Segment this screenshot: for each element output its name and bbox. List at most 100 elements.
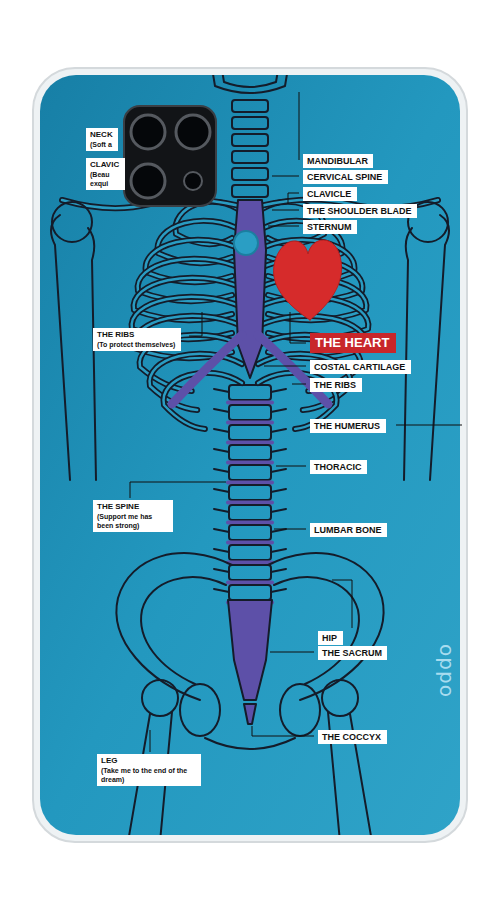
vertebra [229, 405, 271, 420]
ilium-right [268, 553, 384, 700]
ilium-left-inner [141, 577, 226, 684]
leader-line [252, 726, 314, 736]
label-box: THE HUMERUS [310, 419, 386, 433]
label-title: THE SHOULDER BLADE [307, 205, 413, 217]
camera-flash [184, 172, 202, 190]
label-note: (To protect themselves) [97, 340, 177, 349]
hip-socket-right [322, 680, 358, 716]
humerus-left [51, 215, 96, 480]
vertebra-process [214, 569, 286, 572]
label-title: HIP [322, 632, 339, 644]
vertebra [229, 425, 271, 440]
vertebral-disc [226, 461, 274, 465]
vertebral-disc [226, 581, 274, 585]
leader-line [292, 384, 306, 385]
vertebral-disc [226, 501, 274, 505]
leader-line [299, 92, 300, 160]
label-title: THE RIBS [314, 379, 358, 391]
label-title: THE SACRUM [322, 647, 383, 659]
leader-line [264, 366, 306, 367]
label-note: exqui [90, 179, 121, 188]
label-title: THE HUMERUS [314, 420, 382, 432]
label-title: THE SPINE [97, 502, 169, 512]
ilium-right-inner [274, 577, 359, 684]
label-title: CERVICAL SPINE [307, 171, 384, 183]
label-title: MANDIBULAR [307, 155, 369, 167]
highlight-label: THE HEART [310, 333, 396, 353]
label-note: (Beau [90, 170, 121, 179]
vertebral-disc [226, 401, 274, 405]
leader-line [268, 226, 299, 227]
ilium-left [116, 553, 232, 700]
cervical-vertebra [232, 168, 268, 180]
vertebra [229, 485, 271, 500]
vertebral-disc [226, 421, 274, 425]
label-title: COSTAL CARTILAGE [314, 361, 407, 373]
vertebra-process [214, 429, 286, 432]
vertebra-process [214, 489, 286, 492]
cervical-vertebra [232, 185, 268, 197]
label-box: MANDIBULAR [303, 154, 373, 168]
leader-line [130, 482, 226, 498]
label-box: THE RIBS(To protect themselves) [93, 328, 181, 351]
leader-line [332, 580, 352, 628]
pubis [205, 738, 295, 749]
vertebra-process [214, 509, 286, 512]
costal-left [172, 335, 242, 404]
vertebra [229, 445, 271, 460]
label-title: STERNUM [307, 221, 353, 233]
vertebra-process [214, 389, 286, 392]
label-title: LUMBAR BONE [314, 524, 383, 536]
vertebra [229, 505, 271, 520]
camera-plate [124, 106, 216, 206]
vertebra-process [214, 469, 286, 472]
label-box: CLAVIC(Beauexqui [86, 158, 125, 190]
label-box: THE SPINE(Support me has been strong) [93, 500, 173, 532]
label-note: (Soft a [90, 140, 114, 149]
cervical-vertebra [232, 100, 268, 112]
coccyx [244, 704, 256, 724]
label-box: THE SACRUM [318, 646, 387, 660]
label-title: THE COCCYX [322, 731, 383, 743]
jaw [212, 75, 288, 93]
label-box: CLAVICLE [303, 187, 357, 201]
vertebral-disc [226, 521, 274, 525]
cervical-vertebra [232, 117, 268, 129]
foramen-right [280, 684, 320, 736]
leader-line [288, 193, 299, 204]
leader-line [270, 652, 314, 653]
vertebra-process [214, 549, 286, 552]
label-title: LEG [101, 756, 197, 766]
label-title: CLAVICLE [307, 188, 353, 200]
camera-module [124, 106, 216, 206]
label-box: CERVICAL SPINE [303, 170, 388, 184]
leader-line [272, 176, 299, 177]
label-title: THE HEART [315, 335, 391, 351]
vertebra-process [214, 449, 286, 452]
label-title: CLAVIC [90, 160, 121, 170]
label-title: NECK [90, 130, 114, 140]
leader-line [276, 466, 306, 467]
leader-line [150, 730, 151, 752]
vertebra [229, 385, 271, 400]
sternum [234, 200, 266, 378]
label-box: COSTAL CARTILAGE [310, 360, 411, 374]
fingerprint [234, 231, 258, 255]
vertebral-disc [226, 441, 274, 445]
leader-line [290, 312, 306, 343]
label-box: THORACIC [310, 460, 367, 474]
vertebral-disc [226, 481, 274, 485]
label-note: (Take me to the end of the dream) [101, 766, 197, 784]
skeleton [51, 75, 449, 835]
phone-back [40, 75, 460, 835]
humerus-right [404, 215, 449, 480]
camera-lens [176, 115, 210, 149]
cervical-vertebra [232, 151, 268, 163]
label-box: THE SHOULDER BLADE [303, 204, 417, 218]
brand-logo: oppo [436, 644, 458, 698]
hip-socket-left [142, 680, 178, 716]
leader-line [189, 312, 202, 336]
